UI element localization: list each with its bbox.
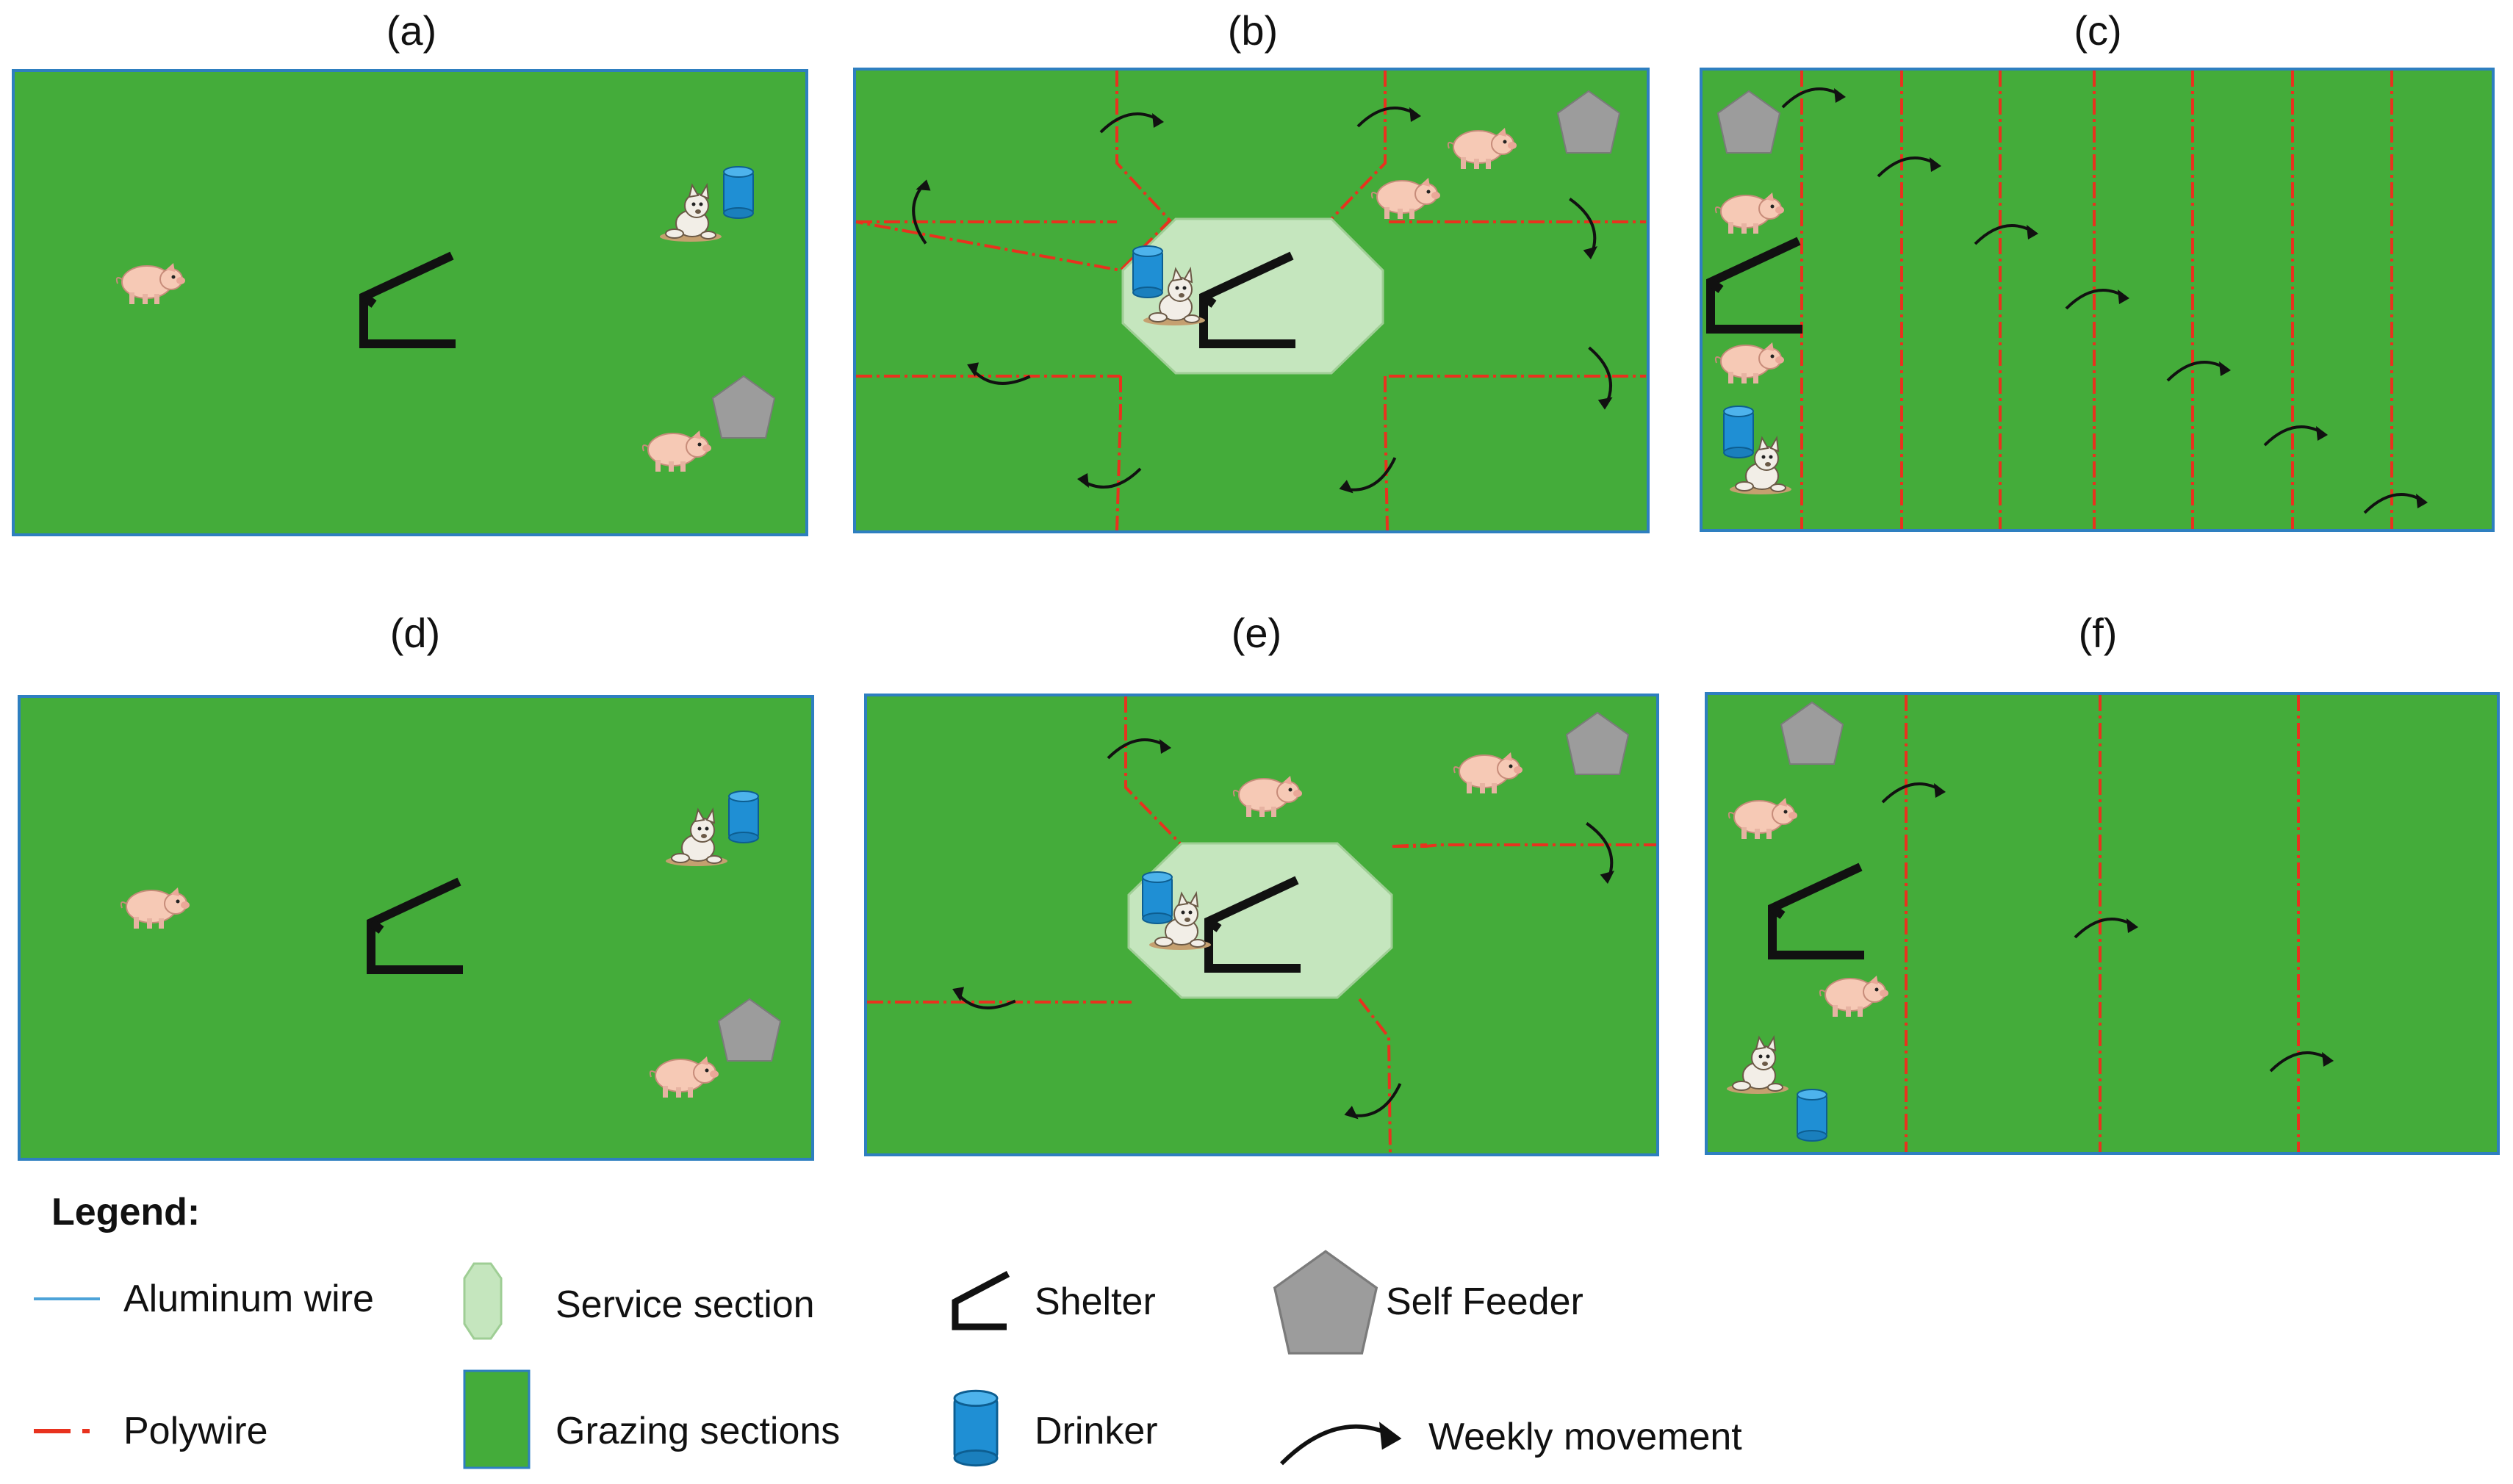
legend-symbols	[34, 1250, 1402, 1469]
movement-arrow-icon	[1279, 1422, 1402, 1466]
drinker-icon	[723, 166, 754, 219]
polywire	[1905, 695, 2300, 1152]
panel-label-c: (c)	[2074, 7, 2122, 54]
polywire	[1800, 71, 2393, 529]
panel-label-a: (a)	[386, 7, 437, 54]
grazing-section	[1705, 692, 2500, 1155]
service-section	[1121, 217, 1384, 375]
self-feeder-icon	[1273, 1250, 1378, 1355]
shelter-icon	[952, 1271, 1010, 1330]
panel-label-b: (b)	[1227, 7, 1279, 54]
legend-self-feeder: Self Feeder	[1386, 1281, 1583, 1323]
panel-d	[18, 695, 814, 1161]
legend-polywire: Polywire	[123, 1410, 268, 1452]
grazing-section-symbol	[463, 1369, 531, 1469]
panel-label-f: (f)	[2078, 610, 2118, 656]
panel-e	[864, 694, 1659, 1156]
panel-a	[12, 69, 808, 536]
legend-weekly-movement: Weekly movement	[1428, 1416, 1742, 1458]
panel-label-e: (e)	[1231, 610, 1282, 656]
drinker-icon	[728, 790, 759, 843]
legend-drinker: Drinker	[1035, 1410, 1158, 1452]
panel-c	[1700, 68, 2495, 532]
grazing-section	[1700, 68, 2495, 532]
legend-aluminum-wire: Aluminum wire	[123, 1278, 374, 1320]
drinker-icon	[953, 1389, 999, 1467]
legend-service-section: Service section	[556, 1283, 815, 1326]
service-section	[1127, 842, 1393, 999]
panel-label-d: (d)	[389, 610, 441, 656]
polywire	[855, 71, 1646, 531]
polywire	[867, 696, 1656, 1154]
drinker-icon	[1723, 406, 1754, 458]
panel-b	[853, 68, 1650, 533]
legend-shelter: Shelter	[1035, 1281, 1156, 1323]
drinker-icon	[1132, 245, 1163, 298]
drinker-icon	[1142, 871, 1173, 924]
service-section-symbol	[463, 1262, 503, 1340]
panel-f	[1705, 692, 2500, 1155]
legend-title: Legend:	[51, 1191, 201, 1233]
legend-grazing-sections: Grazing sections	[556, 1410, 841, 1452]
drinker-icon	[1797, 1089, 1827, 1142]
